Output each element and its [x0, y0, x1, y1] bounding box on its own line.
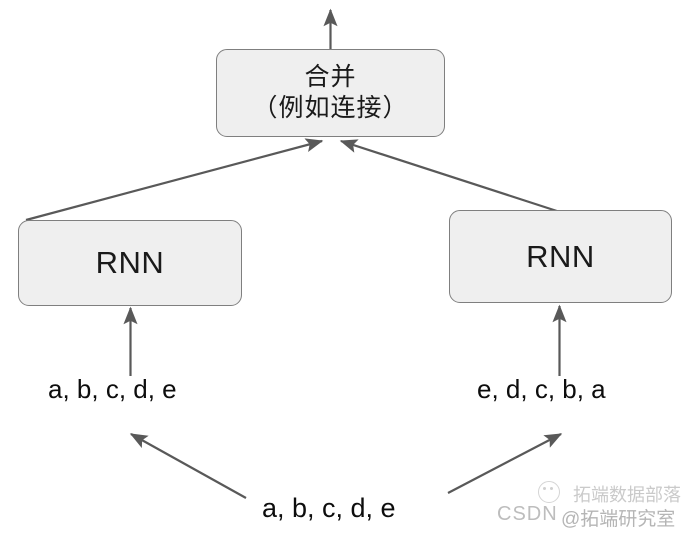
rnn-right-label: RNN: [526, 238, 595, 274]
sequence-forward-label: a, b, c, d, e: [48, 374, 177, 404]
sequence-source-label: a, b, c, d, e: [262, 493, 396, 523]
rnn-left-label: RNN: [95, 245, 165, 280]
merge-node[interactable]: 合并 （例如连接）: [216, 49, 445, 137]
rnn-left-node[interactable]: RNN: [18, 220, 242, 306]
sequence-reversed-label: e, d, c, b, a: [477, 374, 606, 404]
rnn-right-node[interactable]: RNN: [449, 210, 672, 303]
rnn-right-to-merge-arrow: [339, 139, 561, 214]
source-to-forward-seq-arrow: [129, 433, 247, 499]
merge-node-subtitle: （例如连接）: [252, 94, 409, 122]
merge-node-title: 合并: [304, 62, 357, 91]
rnn-left-to-merge-arrow: [25, 138, 324, 222]
source-to-reversed-seq-arrow: [447, 433, 563, 494]
